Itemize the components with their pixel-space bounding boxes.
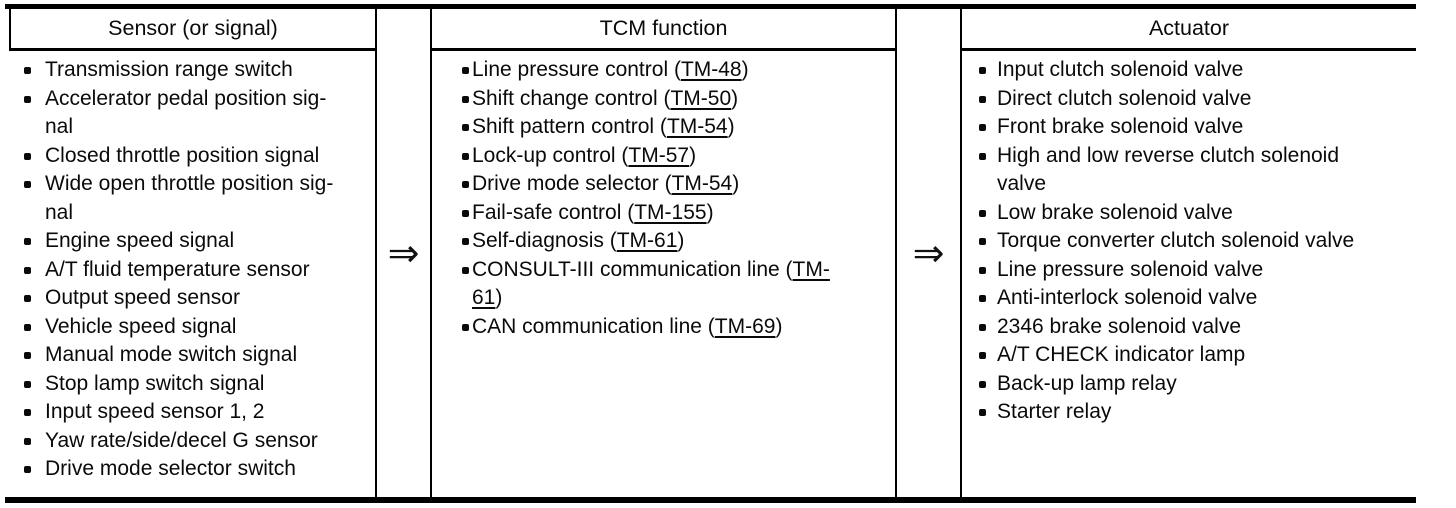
list-item: Input clutch solenoid valve <box>979 56 1414 85</box>
list-item: Closed throttle position signal <box>24 142 371 171</box>
list-item: Anti-interlock solenoid valve <box>979 284 1414 313</box>
list-item: Direct clutch solenoid valve <box>979 85 1414 114</box>
tm-page-link[interactable]: TM-48 <box>680 58 742 81</box>
list-item: Torque converter clutch solenoid valve <box>979 227 1414 256</box>
tm-page-link[interactable]: TM-61 <box>616 229 678 252</box>
tm-page-link[interactable]: TM-69 <box>714 314 776 338</box>
tcm-function-list: Line pressure control (TM-48)Shift chang… <box>432 56 895 341</box>
arrow-glyph: ⇒ <box>912 232 945 275</box>
list-item: Line pressure solenoid valve <box>979 256 1414 285</box>
list-item: Stop lamp switch signal <box>24 370 371 399</box>
list-item: Engine speed signal <box>24 227 371 256</box>
list-item: Self-diagnosis (TM-61) <box>462 227 891 256</box>
list-item: Yaw rate/side/decel G sensor <box>24 427 371 456</box>
list-item: Back-up lamp relay <box>979 370 1414 399</box>
list-item: Output speed sensor <box>24 284 371 313</box>
top-rule <box>5 4 1416 9</box>
list-item: 2346 brake solenoid valve <box>979 313 1414 342</box>
tm-page-link[interactable]: TM- <box>792 257 830 281</box>
list-item: A/T CHECK indicator lamp <box>979 341 1414 370</box>
list-item: CAN communication line (TM-69) <box>462 313 891 342</box>
list-item: Manual mode switch signal <box>24 341 371 370</box>
list-item: Low brake solenoid valve <box>979 199 1414 228</box>
list-item: Front brake solenoid valve <box>979 113 1414 142</box>
list-item: CONSULT-III communication line (TM-61) <box>462 256 891 313</box>
list-item: A/T fluid temperature sensor <box>24 256 371 285</box>
list-item: Accelerator pedal position sig-nal <box>24 85 371 142</box>
tm-page-link[interactable]: TM-57 <box>628 143 690 167</box>
list-item: Input speed sensor 1, 2 <box>24 398 371 427</box>
list-item: Lock-up control (TM-57) <box>462 142 891 171</box>
column-header-tcm-function: TCM function <box>432 9 895 51</box>
implies-arrow-icon: ⇒ <box>897 9 960 497</box>
tm-page-link[interactable]: TM-155 <box>634 200 707 224</box>
list-item: Transmission range switch <box>24 56 371 85</box>
arrow-glyph: ⇒ <box>387 232 420 275</box>
implies-arrow-icon: ⇒ <box>377 9 430 497</box>
list-item: Line pressure control (TM-48) <box>462 56 891 85</box>
bottom-rule <box>5 497 1416 503</box>
column-tcm-function: TCM function Line pressure control (TM-4… <box>430 9 897 497</box>
tm-page-link[interactable]: 61 <box>472 286 496 309</box>
list-item: Drive mode selector switch <box>24 455 371 484</box>
tm-page-link[interactable]: TM-54 <box>666 115 728 138</box>
column-header-sensor: Sensor (or signal) <box>9 9 375 51</box>
list-item: Shift pattern control (TM-54) <box>462 113 891 142</box>
tm-page-link[interactable]: TM-54 <box>671 172 733 195</box>
column-header-actuator: Actuator <box>962 9 1416 51</box>
list-item: Shift change control (TM-50) <box>462 85 891 114</box>
list-item: Fail-safe control (TM-155) <box>462 199 891 228</box>
list-item: Wide open throttle position sig-nal <box>24 170 371 227</box>
column-sensor: Sensor (or signal) Transmission range sw… <box>9 9 377 497</box>
tm-page-link[interactable]: TM-50 <box>670 86 732 110</box>
list-item: Starter relay <box>979 398 1414 427</box>
list-item: Vehicle speed signal <box>24 313 371 342</box>
list-item: Drive mode selector (TM-54) <box>462 170 891 199</box>
